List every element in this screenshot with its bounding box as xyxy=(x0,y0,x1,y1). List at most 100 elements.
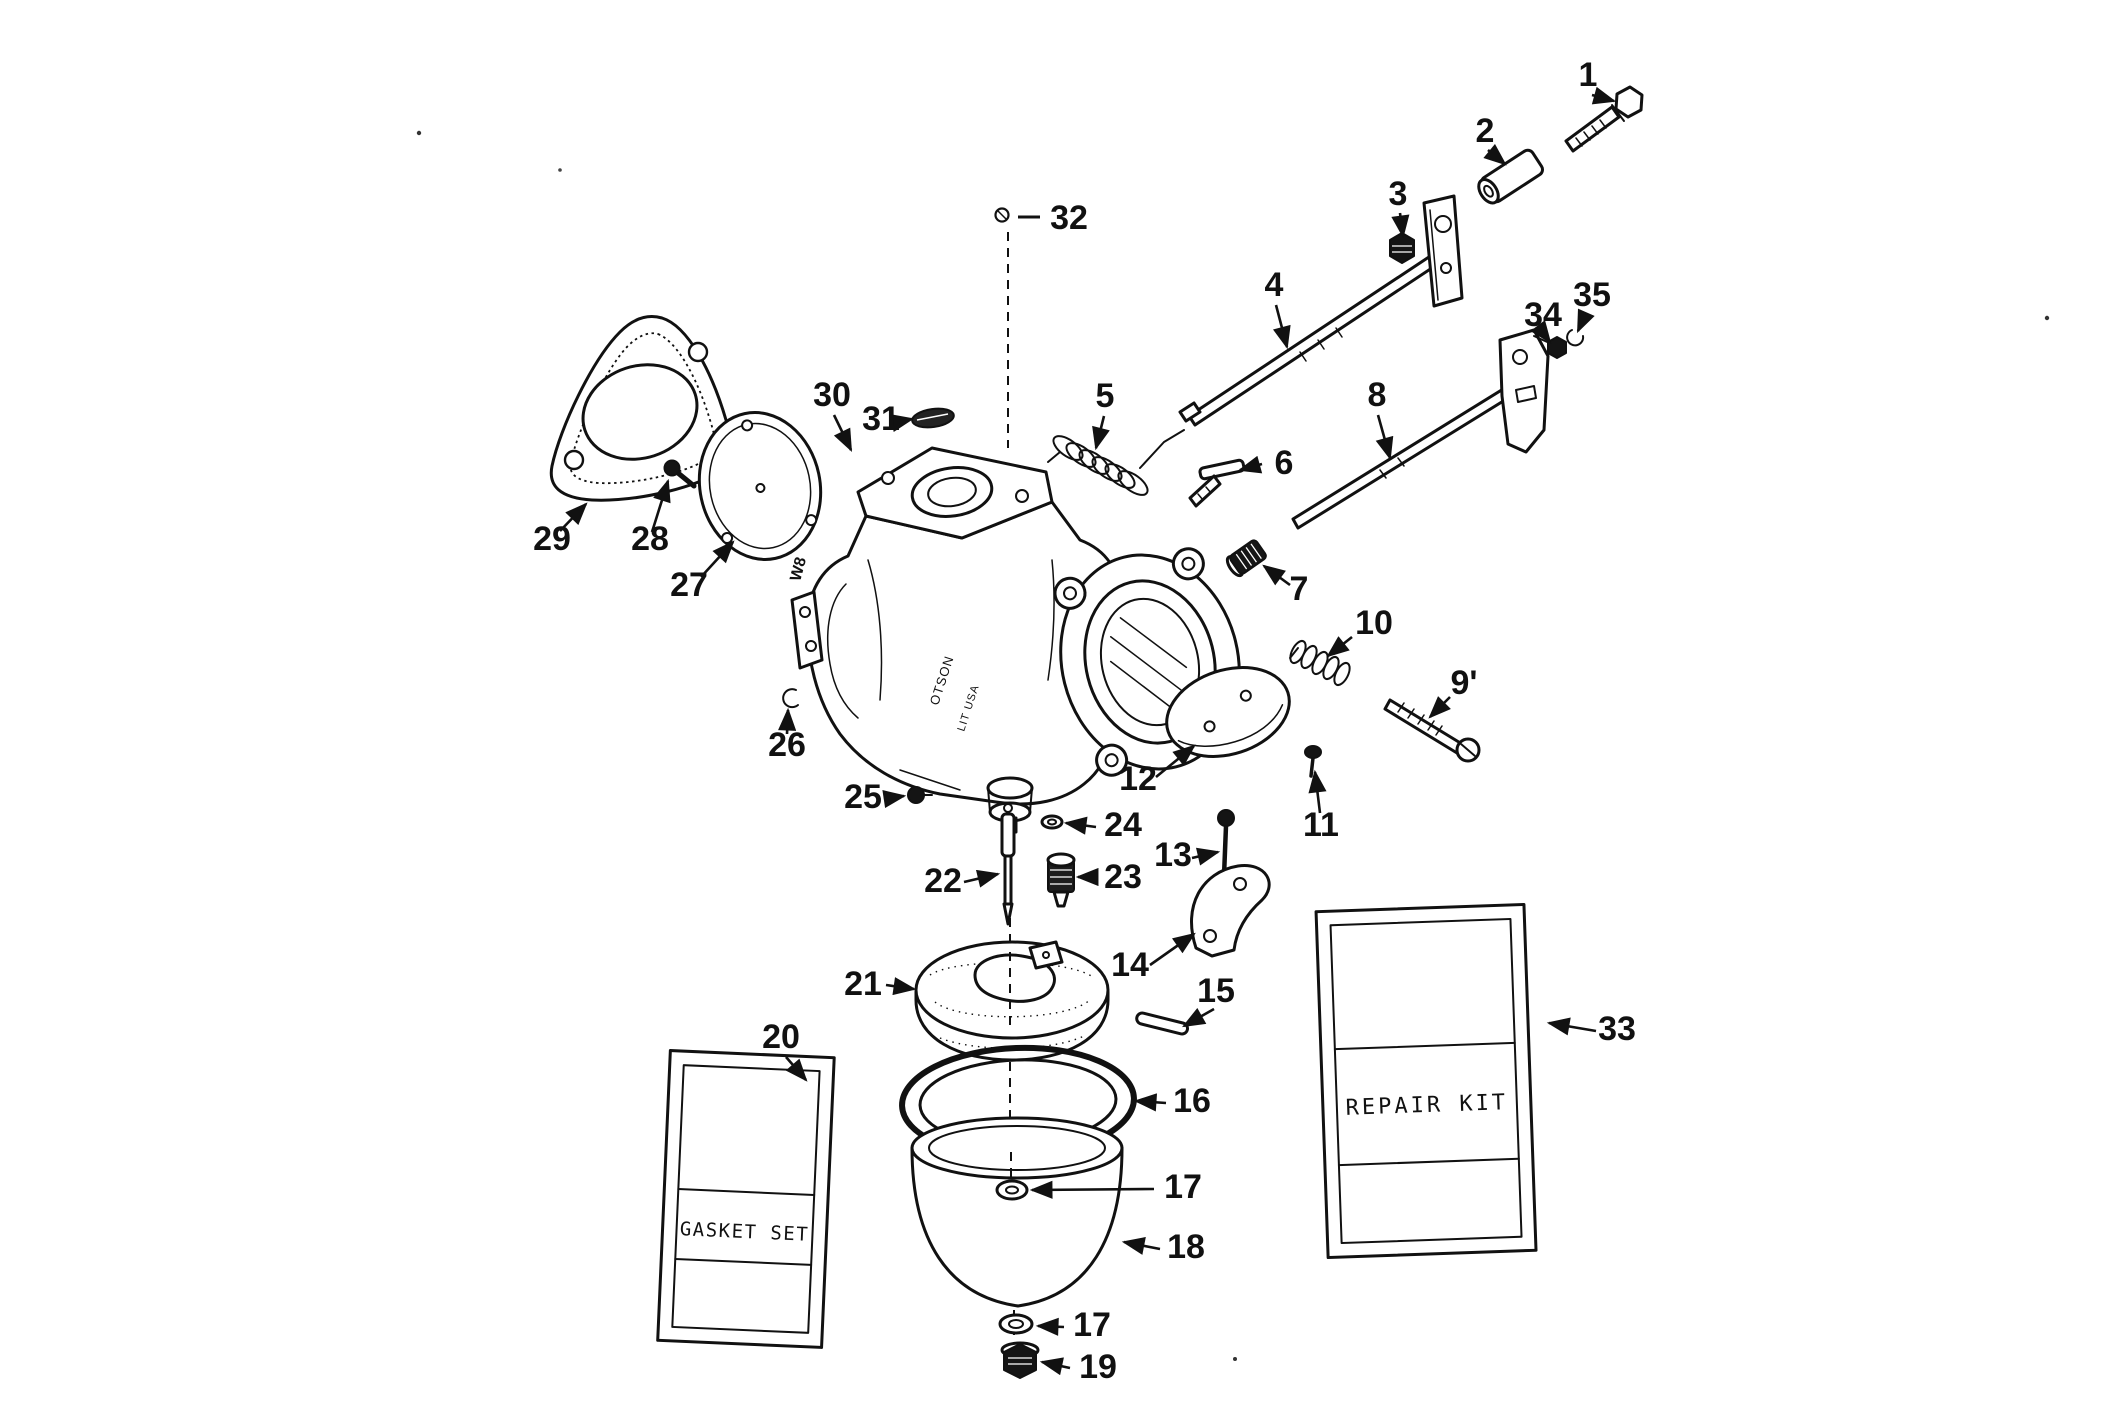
leader-29 xyxy=(559,502,588,532)
part-bowl-washer-upper xyxy=(995,1179,1029,1201)
part-cable-bracket xyxy=(1422,194,1464,308)
leader-17b xyxy=(1035,1317,1065,1336)
leader-2 xyxy=(1483,143,1507,166)
leader-19 xyxy=(1039,1357,1071,1376)
leader-33 xyxy=(1546,1017,1597,1036)
leader-14 xyxy=(1149,932,1196,967)
callout-label-30: 30 xyxy=(813,376,851,414)
part-throttle-shaft xyxy=(1178,243,1455,427)
part-throttle-spring xyxy=(1047,429,1185,496)
part-retainer-clip xyxy=(1566,329,1585,347)
callout-label-1: 1 xyxy=(1579,56,1598,94)
leader-15 xyxy=(1182,1007,1215,1028)
leader-17a xyxy=(1029,1180,1155,1199)
leader-6 xyxy=(1237,455,1263,474)
leader-27 xyxy=(700,540,735,578)
callout-label-13: 13 xyxy=(1154,836,1192,874)
leader-34 xyxy=(1530,320,1552,344)
sheet-gasket-set: GASKET SET xyxy=(656,1049,836,1349)
part-stud-nut xyxy=(1547,336,1567,359)
callout-label-31: 31 xyxy=(862,400,900,438)
callout-label-34: 34 xyxy=(1524,296,1562,334)
callout-label-4: 4 xyxy=(1265,266,1284,304)
callout-label-27: 27 xyxy=(670,566,708,604)
callout-label-11: 11 xyxy=(1303,806,1339,844)
callout-label-35: 35 xyxy=(1573,276,1611,314)
part-flange-gasket xyxy=(549,315,733,502)
part-welch-plug xyxy=(907,786,933,804)
leader-30 xyxy=(832,414,853,453)
callout-label-10: 10 xyxy=(1355,604,1393,642)
callout-label-15: 15 xyxy=(1197,972,1235,1010)
leader-16 xyxy=(1133,1093,1167,1112)
callout-label-9: 9' xyxy=(1451,664,1478,702)
part-needle-valve xyxy=(1000,803,1016,926)
leader-24 xyxy=(1063,816,1097,835)
callout-labels: 1 2 3 4 5 6 7 8 9' 10 11 12 13 14 15 16 … xyxy=(533,56,1636,1386)
leader-25 xyxy=(882,790,907,809)
leader-3 xyxy=(1391,212,1410,239)
leader-35 xyxy=(1576,308,1595,334)
part-mounting-bolt xyxy=(1564,85,1644,153)
part-choke-plate xyxy=(911,407,955,429)
callout-label-33: 33 xyxy=(1598,1010,1636,1048)
leader-arrows xyxy=(559,86,1617,1376)
leader-12 xyxy=(1155,744,1196,779)
part-bushing xyxy=(1477,148,1544,205)
part-lever-clip xyxy=(782,688,799,709)
leader-13 xyxy=(1191,847,1221,866)
leader-1 xyxy=(1591,86,1617,105)
callout-label-5: 5 xyxy=(1096,377,1115,415)
leader-21 xyxy=(885,977,917,996)
callout-label-26: 26 xyxy=(768,726,806,764)
body-marking-w8: W8 xyxy=(787,555,810,583)
callout-label-19: 19 xyxy=(1079,1348,1117,1386)
callout-label-21: 21 xyxy=(844,965,882,1003)
body-mounting-flange xyxy=(1053,547,1247,777)
part-valve-seat xyxy=(1046,852,1076,908)
callout-label-3: 3 xyxy=(1389,175,1408,213)
part-seat-washer xyxy=(1040,814,1064,830)
leader-26 xyxy=(778,707,797,735)
callout-label-25: 25 xyxy=(844,778,882,816)
leader-22 xyxy=(963,869,1001,888)
leader-11 xyxy=(1308,769,1327,814)
callout-label-8: 8 xyxy=(1368,376,1387,414)
leader-4 xyxy=(1273,304,1291,350)
leader-9 xyxy=(1428,696,1451,719)
callout-label-20: 20 xyxy=(762,1018,800,1056)
callout-label-12: 12 xyxy=(1119,760,1157,798)
leader-28 xyxy=(650,478,671,533)
callout-label-17b: 17 xyxy=(1073,1306,1111,1344)
part-packing-nut xyxy=(1225,539,1267,578)
callout-label-14: 14 xyxy=(1111,946,1149,984)
part-fuel-bowl xyxy=(910,1116,1124,1308)
callout-label-22: 22 xyxy=(924,862,962,900)
callout-label-6: 6 xyxy=(1275,444,1294,482)
part-idle-screw xyxy=(1383,698,1481,763)
part-float-pin xyxy=(1135,1011,1190,1036)
callout-label-23: 23 xyxy=(1104,858,1142,896)
leader-18 xyxy=(1121,1236,1161,1255)
callout-label-16: 16 xyxy=(1173,1082,1211,1120)
callout-label-2: 2 xyxy=(1476,112,1495,150)
part-hinge-bracket xyxy=(1190,864,1271,958)
leader-31 xyxy=(890,414,915,432)
part-carburetor-body: W8 OTSON LIT USA xyxy=(787,446,1247,834)
part-plate-screw xyxy=(1304,745,1322,778)
part-swivel-screw xyxy=(1188,458,1246,508)
sheet-repair-kit: REPAIR KIT xyxy=(1314,902,1538,1260)
callout-label-29: 29 xyxy=(533,520,571,558)
part-float xyxy=(914,940,1110,1062)
part-bowl-nut xyxy=(1000,1341,1040,1379)
callout-label-7: 7 xyxy=(1290,570,1309,608)
part-idle-spring xyxy=(1289,639,1351,687)
callout-label-18: 18 xyxy=(1167,1228,1205,1266)
callout-label-24: 24 xyxy=(1104,806,1142,844)
callout-label-17a: 17 xyxy=(1164,1168,1202,1206)
callout-label-32: 32 xyxy=(1050,199,1088,237)
part-cover-screw xyxy=(663,459,697,489)
print-specks xyxy=(416,130,2050,1361)
